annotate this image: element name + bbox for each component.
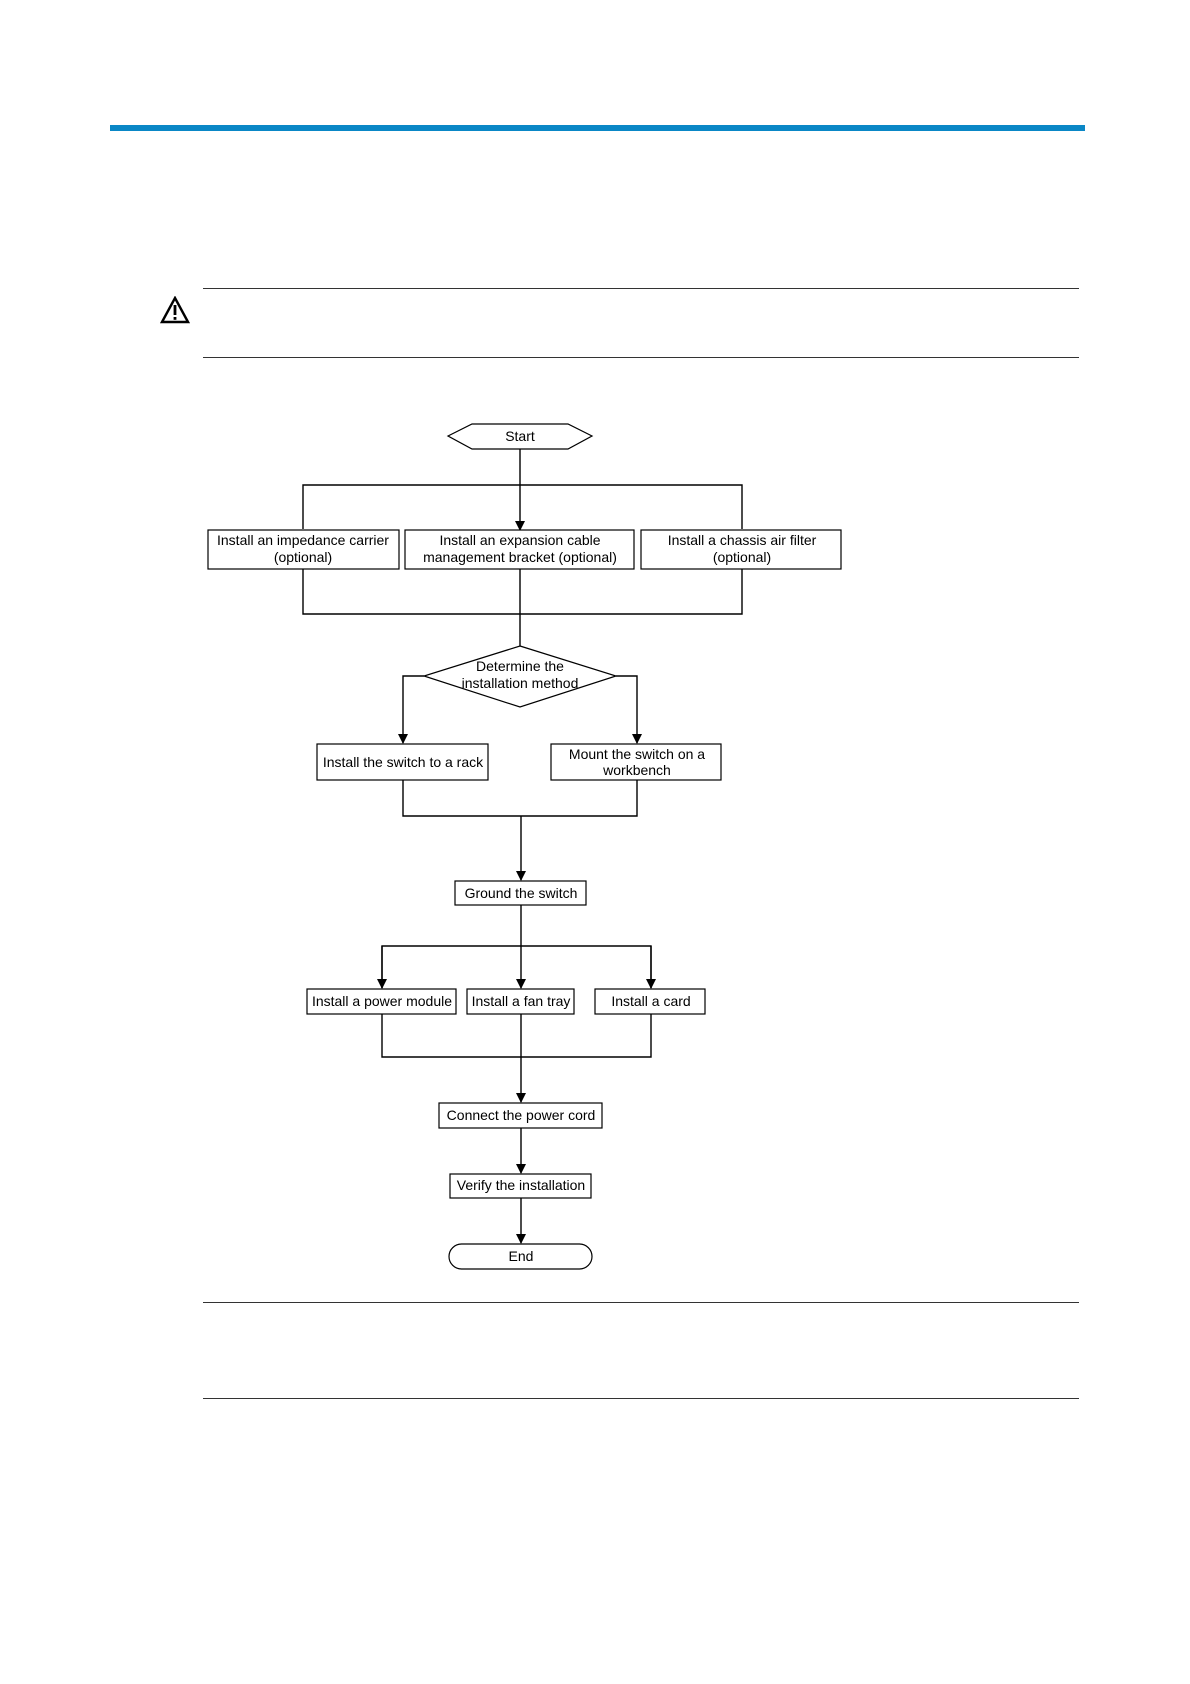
caution-bottom-rule (203, 357, 1079, 358)
start-label: Start (505, 428, 535, 444)
ground-label: Ground the switch (465, 885, 578, 901)
power-cord-box (438, 1102, 603, 1129)
branch-components-lines (381, 945, 652, 988)
caution-top-rule (203, 288, 1079, 289)
power-cord-label: Connect the power cord (447, 1107, 596, 1123)
flowchart-shapes (207, 423, 842, 1270)
verify-box (449, 1173, 592, 1199)
card-label: Install a card (611, 993, 690, 1009)
ground-box (454, 880, 587, 906)
power-module-box (306, 988, 457, 1015)
air-filter-label: (optional) (713, 549, 771, 565)
air-filter-label: Install a chassis air filter (668, 532, 817, 548)
end-terminator (448, 1243, 593, 1270)
workbench-box (550, 743, 722, 781)
workbench-label: Mount the switch on a (569, 746, 705, 762)
end-label: End (509, 1248, 534, 1264)
merge-components-lines (381, 1014, 652, 1058)
merge-bottom-lines (302, 569, 743, 615)
decision-label: installation method (462, 675, 579, 691)
flowchart-labels: Start Install an impedance carrier (opti… (217, 428, 817, 1264)
expansion-bracket-label: Install an expansion cable (439, 532, 600, 548)
arrow-to-rack (398, 675, 424, 744)
branch-top-lines (302, 484, 743, 529)
card-box (594, 988, 706, 1015)
workbench-label: workbench (602, 762, 671, 778)
warning-triangle-icon (160, 296, 190, 324)
fan-tray-box (466, 988, 575, 1015)
expansion-bracket-box (404, 529, 635, 570)
expansion-bracket-label: management bracket (optional) (423, 549, 617, 565)
verify-label: Verify the installation (457, 1177, 585, 1193)
start-terminator (446, 423, 594, 450)
note-bottom-rule (203, 1398, 1079, 1399)
note-top-rule (203, 1302, 1079, 1303)
rack-label: Install the switch to a rack (323, 754, 484, 770)
impedance-carrier-box (207, 529, 400, 570)
header-accent-bar (110, 125, 1085, 131)
air-filter-box (640, 529, 842, 570)
connector-lines (302, 449, 743, 1244)
rack-box (316, 743, 489, 781)
impedance-carrier-label: Install an impedance carrier (217, 532, 389, 548)
merge-install-lines (402, 780, 638, 817)
arrow-to-workbench (616, 675, 642, 744)
decision-label: Determine the (476, 658, 564, 674)
decision-diamond (422, 645, 618, 708)
power-module-label: Install a power module (312, 993, 452, 1009)
fan-tray-label: Install a fan tray (472, 993, 571, 1009)
impedance-carrier-label: (optional) (274, 549, 332, 565)
